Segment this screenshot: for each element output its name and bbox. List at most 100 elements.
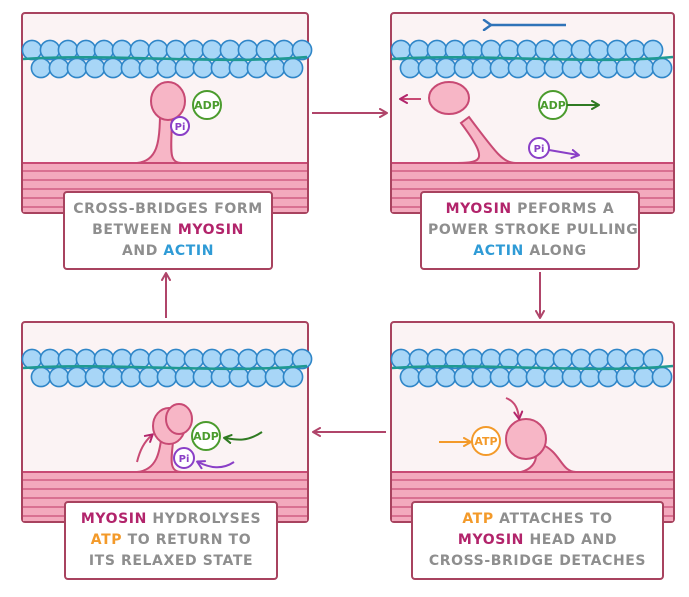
actin-monomer xyxy=(516,39,538,61)
actin-monomer xyxy=(282,366,304,388)
keyword-myosin: MYOSIN xyxy=(177,222,244,238)
actin-monomer xyxy=(471,366,493,388)
actin-monomer xyxy=(435,366,457,388)
actin-monomer xyxy=(84,57,106,79)
actin-monomer xyxy=(84,366,106,388)
adp-circle xyxy=(192,90,222,120)
actin-monomer xyxy=(21,348,43,370)
pi-circle xyxy=(170,116,190,136)
caption-text: PEFORMS A xyxy=(511,201,615,217)
actin-monomer xyxy=(138,57,160,79)
pi-release-arrow xyxy=(548,149,580,159)
actin-monomer xyxy=(66,366,88,388)
actin-monomer xyxy=(624,39,646,61)
actin-monomer xyxy=(588,39,610,61)
actin-monomer xyxy=(498,348,520,370)
caption-text: AND xyxy=(121,243,164,259)
actin-monomer xyxy=(561,57,583,79)
tropomyosin-strand xyxy=(22,55,308,62)
caption-text: ITS RELAXED STATE xyxy=(88,553,254,569)
actin-monomer xyxy=(651,57,673,79)
actin-monomer xyxy=(633,366,655,388)
actin-monomer xyxy=(66,57,88,79)
caption-text: HYDROLYSES xyxy=(146,511,262,527)
actin-monomer xyxy=(453,57,475,79)
actin-monomer xyxy=(606,39,628,61)
actin-thin-filament xyxy=(21,39,313,79)
actin-monomer xyxy=(174,366,196,388)
caption-text: TO RETURN TO xyxy=(122,532,252,548)
actin-monomer xyxy=(642,39,664,61)
actin-monomer xyxy=(435,57,457,79)
caption-line: AND ACTIN xyxy=(71,241,265,262)
actin-monomer xyxy=(597,366,619,388)
actin-monomer xyxy=(246,57,268,79)
actin-monomer xyxy=(552,39,574,61)
actin-monomer xyxy=(120,366,142,388)
actin-monomer xyxy=(102,366,124,388)
myosin-head xyxy=(23,81,186,164)
actin-monomer xyxy=(156,57,178,79)
recock-arrow xyxy=(136,433,154,463)
atp-label: ATP xyxy=(474,435,497,448)
actin-monomer xyxy=(453,366,475,388)
tropomyosin-strand xyxy=(391,364,674,371)
detach-arrow xyxy=(505,397,524,420)
actin-monomer xyxy=(417,57,439,79)
actin-monomer xyxy=(264,366,286,388)
caption-text: POWER STROKE PULLING xyxy=(428,222,639,238)
pi-binding-arrow xyxy=(196,460,235,470)
caption-line: CROSS-BRIDGES FORM xyxy=(71,199,265,220)
adp-label: ADP xyxy=(540,99,566,112)
actin-monomer xyxy=(579,366,601,388)
actin-monomer xyxy=(543,366,565,388)
keyword-actin: ACTIN xyxy=(473,243,524,259)
actin-monomer xyxy=(210,57,232,79)
caption-text: ALONG xyxy=(523,243,587,259)
actin-thin-filament xyxy=(390,39,674,79)
actin-monomer xyxy=(291,348,313,370)
actin-monomer xyxy=(606,348,628,370)
actin-monomer xyxy=(237,39,259,61)
caption-line: MYOSIN HYDROLYSES xyxy=(72,509,270,530)
keyword-myosin: MYOSIN xyxy=(457,532,525,548)
actin-monomer xyxy=(588,348,610,370)
actin-monomer xyxy=(147,348,169,370)
actin-monomer xyxy=(156,366,178,388)
caption-line: ACTIN ALONG xyxy=(428,241,632,262)
caption-text: HEAD AND xyxy=(524,532,618,548)
actin-monomer xyxy=(219,39,241,61)
panel-power-stroke: ADP Pi xyxy=(390,12,675,214)
actin-thin-filament xyxy=(21,348,313,388)
pi-label: Pi xyxy=(534,144,545,155)
pi-circle xyxy=(173,447,195,469)
panel-atp-attaches: ATP xyxy=(390,321,675,523)
adp-circle xyxy=(191,421,221,451)
actin-monomer xyxy=(237,348,259,370)
actin-monomer xyxy=(210,366,232,388)
actin-monomer xyxy=(489,57,511,79)
actin-monomer xyxy=(552,348,574,370)
actin-monomer xyxy=(534,348,556,370)
actin-monomer xyxy=(30,57,52,79)
caption-line: ATP ATTACHES TO xyxy=(419,509,656,530)
actin-monomer xyxy=(21,39,43,61)
actin-monomer xyxy=(174,57,196,79)
caption-line: CROSS-BRIDGE DETACHES xyxy=(419,551,656,572)
actin-monomer xyxy=(264,57,286,79)
actin-monomer xyxy=(201,39,223,61)
caption-line: MYOSIN HEAD AND xyxy=(419,530,656,551)
actin-monomer xyxy=(579,57,601,79)
actin-monomer xyxy=(507,57,529,79)
pi-label: Pi xyxy=(175,122,186,133)
actin-monomer xyxy=(642,348,664,370)
actin-monomer xyxy=(498,39,520,61)
actin-monomer xyxy=(399,366,421,388)
actin-monomer xyxy=(516,348,538,370)
actin-monomer xyxy=(570,39,592,61)
